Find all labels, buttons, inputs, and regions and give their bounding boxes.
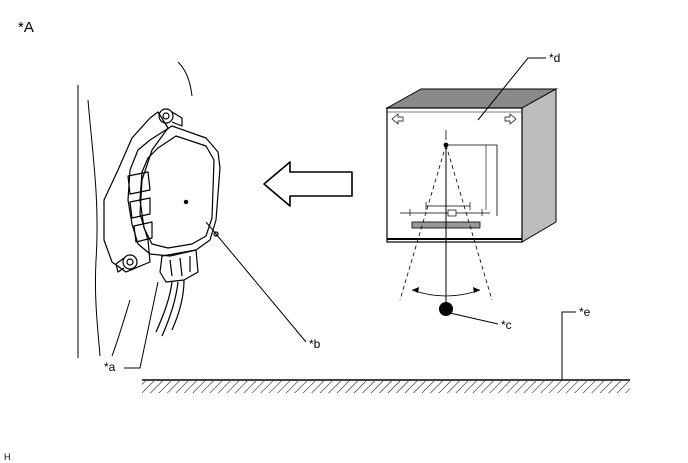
figure-label: *A xyxy=(18,19,34,36)
callout-b-label: *b xyxy=(309,337,321,351)
callout-d: *d xyxy=(477,51,560,121)
callout-e: *e xyxy=(561,305,591,380)
callout-c-label: *c xyxy=(501,318,512,332)
callout-b: *b xyxy=(205,221,321,351)
callout-a: *a xyxy=(104,281,159,374)
callout-a-label: *a xyxy=(104,360,116,374)
callout-e-label: *e xyxy=(579,305,591,319)
callout-d-label: *d xyxy=(549,51,560,65)
tilt-gauge-icon xyxy=(385,88,558,316)
callout-c: *c xyxy=(449,312,512,332)
left-arrow-icon xyxy=(263,161,353,207)
ground-hatch-icon xyxy=(142,379,630,393)
sensor-housing-icon xyxy=(77,61,221,358)
corner-code: H xyxy=(4,452,11,462)
